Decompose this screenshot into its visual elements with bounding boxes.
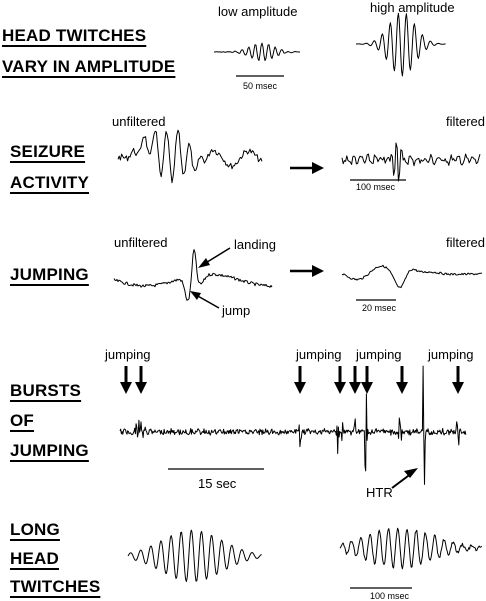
heading-head-twitches: HEAD TWITCHES	[2, 26, 147, 45]
down-arrow-icon	[349, 366, 361, 394]
seizure-filtered-label: filtered	[446, 114, 486, 129]
jumping-label-2: jumping	[296, 347, 342, 362]
down-arrow-icon	[361, 366, 373, 394]
down-arrow-icon	[120, 366, 132, 394]
low-amplitude-label: low amplitude	[218, 4, 298, 19]
down-arrow-icon	[452, 366, 464, 394]
scale-100ms-long-label: 100 msec	[370, 591, 410, 601]
heading-bursts: BURSTS	[10, 381, 82, 400]
long-twitch-trace-2	[339, 527, 482, 570]
seizure-unfiltered-label: unfiltered	[112, 114, 166, 129]
jumping-label-4: jumping	[428, 347, 474, 362]
jump-label: jump	[222, 303, 251, 318]
jumping-label-3: jumping	[356, 347, 402, 362]
heading-twitches: TWITCHES	[10, 577, 101, 596]
jumping-arrow-icon	[290, 265, 324, 277]
heading-vary-in-amplitude: VARY IN AMPLITUDE	[2, 57, 176, 76]
heading-long: LONG	[10, 520, 60, 539]
down-arrow-icon	[294, 366, 306, 394]
seizure-filtered-trace	[341, 142, 481, 182]
heading-of: OF	[10, 411, 35, 430]
htr-label: HTR	[366, 485, 393, 500]
down-arrow-icon	[135, 366, 147, 394]
jumping-unfiltered-trace	[113, 249, 273, 301]
down-arrow-icon	[396, 366, 408, 394]
scale-20ms-label: 20 msec	[362, 303, 397, 313]
seizure-unfiltered-trace	[117, 129, 263, 184]
scale-15sec-label: 15 sec	[198, 476, 237, 491]
long-twitch-trace-1	[127, 529, 262, 582]
landing-pointer-icon	[198, 247, 231, 268]
seizure-arrow-icon	[290, 162, 324, 174]
landing-label: landing	[234, 237, 276, 252]
jumping-filtered-trace	[341, 264, 483, 289]
htr-pointer-icon	[391, 468, 418, 489]
down-arrow-icon	[334, 366, 346, 394]
burst-recording-trace	[119, 365, 467, 485]
jumping-label-1: jumping	[105, 347, 151, 362]
scale-50ms-label: 50 msec	[243, 81, 278, 91]
jumping-unfiltered-label: unfiltered	[114, 235, 168, 250]
heading-head: HEAD	[10, 549, 59, 568]
heading-jumping-bursts: JUMPING	[10, 441, 89, 460]
high-amplitude-trace	[356, 12, 446, 77]
jump-pointer-icon	[190, 291, 220, 309]
heading-jumping: JUMPING	[10, 265, 89, 284]
heading-activity: ACTIVITY	[10, 173, 90, 192]
scale-100ms-seizure-label: 100 msec	[356, 182, 396, 192]
heading-seizure: SEIZURE	[10, 142, 86, 161]
low-amplitude-trace	[214, 42, 301, 62]
high-amplitude-label: high amplitude	[370, 0, 455, 15]
jumping-filtered-label: filtered	[446, 235, 486, 250]
